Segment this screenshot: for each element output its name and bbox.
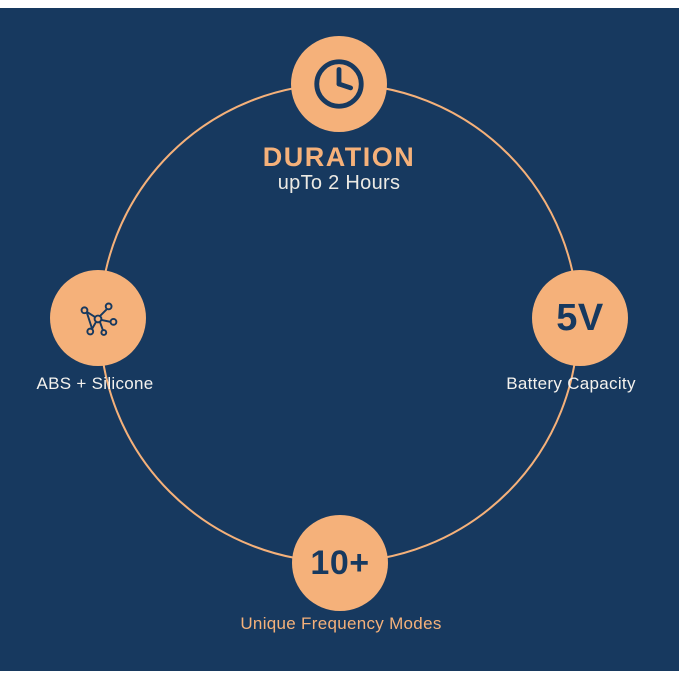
duration-title: DURATION [262,142,416,172]
battery-badge-text: 5V [556,296,604,339]
molecule-icon [80,302,118,336]
bottom-frame-bar [0,671,679,679]
material-badge [50,270,146,366]
duration-badge [291,36,387,132]
battery-label: Battery Capacity [506,374,636,393]
battery-badge: 5V [532,270,628,366]
material-label: ABS + Silicone [36,374,154,393]
duration-subtitle: upTo 2 Hours [277,172,401,194]
modes-badge-text: 10+ [310,543,370,582]
modes-label: Unique Frequency Modes [240,614,442,633]
clock-icon [314,59,364,109]
top-frame-bar [0,0,679,8]
modes-badge: 10+ [292,515,388,611]
